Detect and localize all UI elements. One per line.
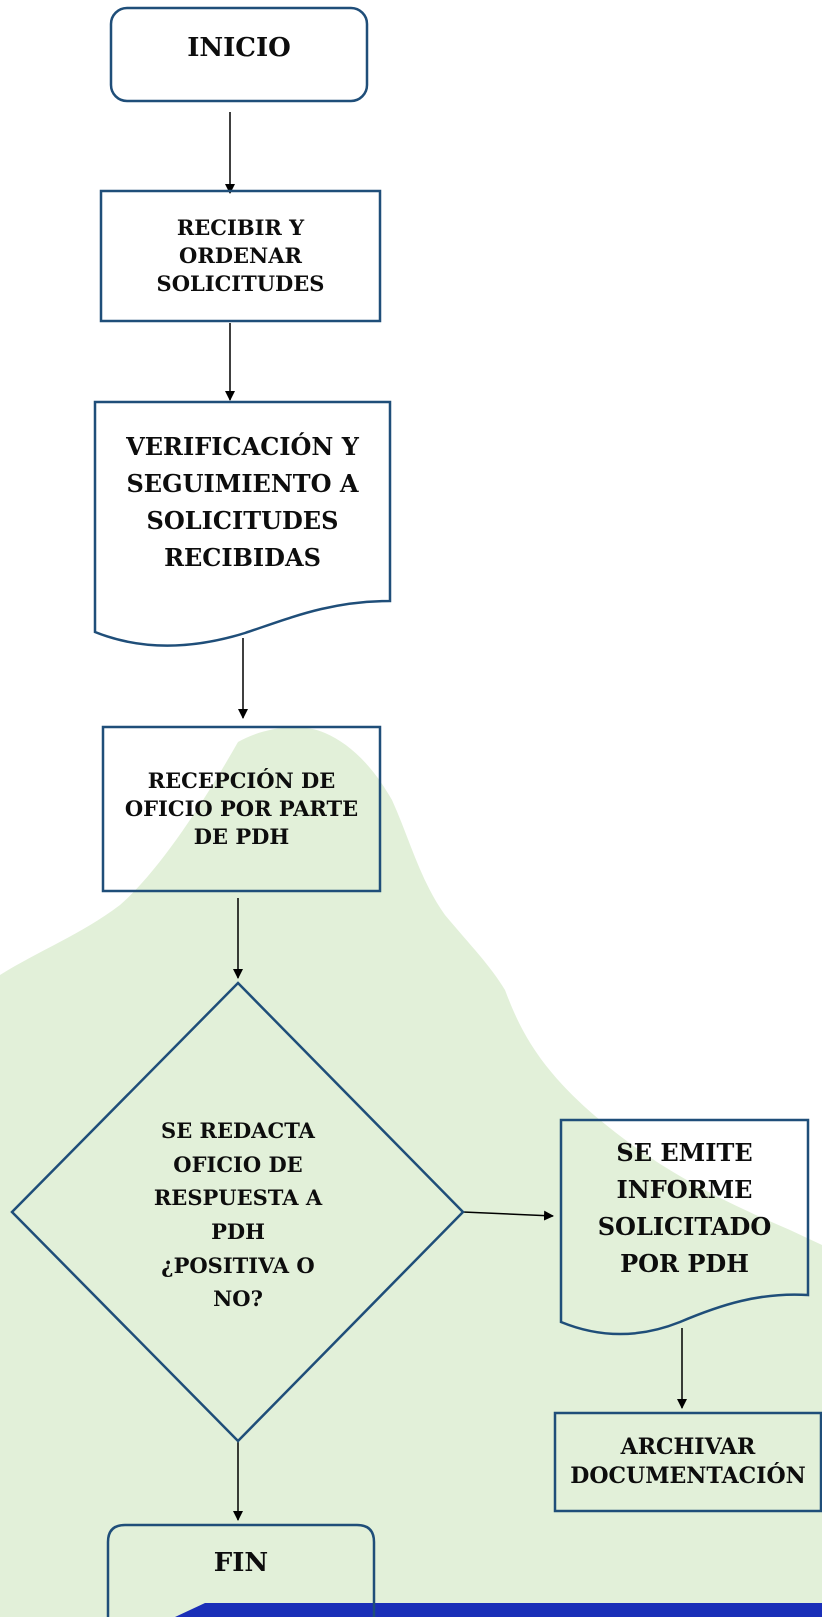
- node-recibir-label: RECIBIR Y ORDENAR SOLICITUDES: [156, 215, 325, 296]
- node-archivar-shape: [553, 1411, 822, 1513]
- node-verificacion-label: VERIFICACIÓN Y SEGUIMIENTO A SOLICITUDES…: [126, 431, 359, 573]
- node-inicio-shape: [109, 6, 369, 103]
- node-recibir-shape: [99, 189, 382, 323]
- node-archivar-label: ARCHIVAR DOCUMENTACIÓN: [570, 1433, 806, 1489]
- node-decision-label: SE REDACTA OFICIO DE RESPUESTA A PDH ¿PO…: [153, 1118, 323, 1312]
- node-decision-shape: [10, 981, 465, 1443]
- node-emite-label: SE EMITE INFORME SOLICITADO POR PDH: [597, 1137, 772, 1279]
- node-recepcion-label: RECEPCIÓN DE OFICIO POR PARTE DE PDH: [124, 768, 359, 849]
- node-verificacion-shape: [93, 400, 392, 647]
- footer-bar: [175, 1603, 822, 1617]
- node-fin-shape: [106, 1523, 376, 1617]
- connector-decision-emite: [462, 1210, 554, 1221]
- node-recepcion-shape: [101, 725, 382, 893]
- node-emite-shape: [559, 1118, 810, 1336]
- node-fin-label: FIN: [213, 1547, 269, 1578]
- background-shape: [0, 727, 822, 1617]
- node-inicio-label: INICIO: [187, 32, 291, 63]
